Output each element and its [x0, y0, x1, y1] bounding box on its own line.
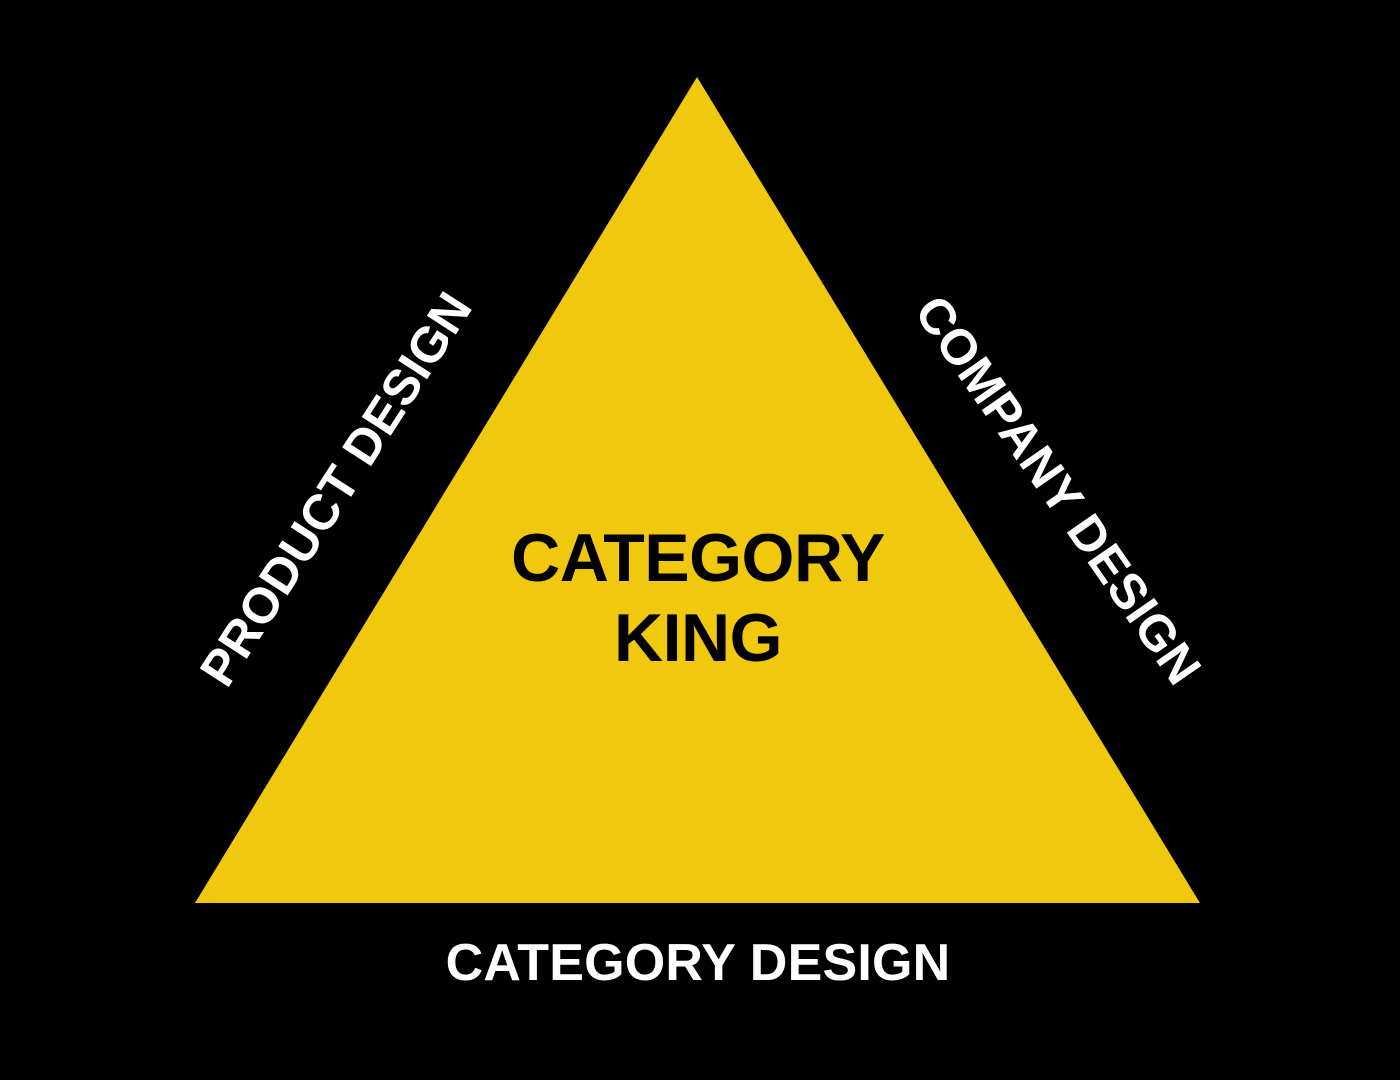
center-label-line-1: CATEGORY	[511, 519, 885, 596]
center-label: CATEGORY KING	[511, 518, 885, 678]
edge-label-category-design: CATEGORY DESIGN	[445, 934, 951, 992]
center-label-line-2: KING	[613, 600, 782, 676]
